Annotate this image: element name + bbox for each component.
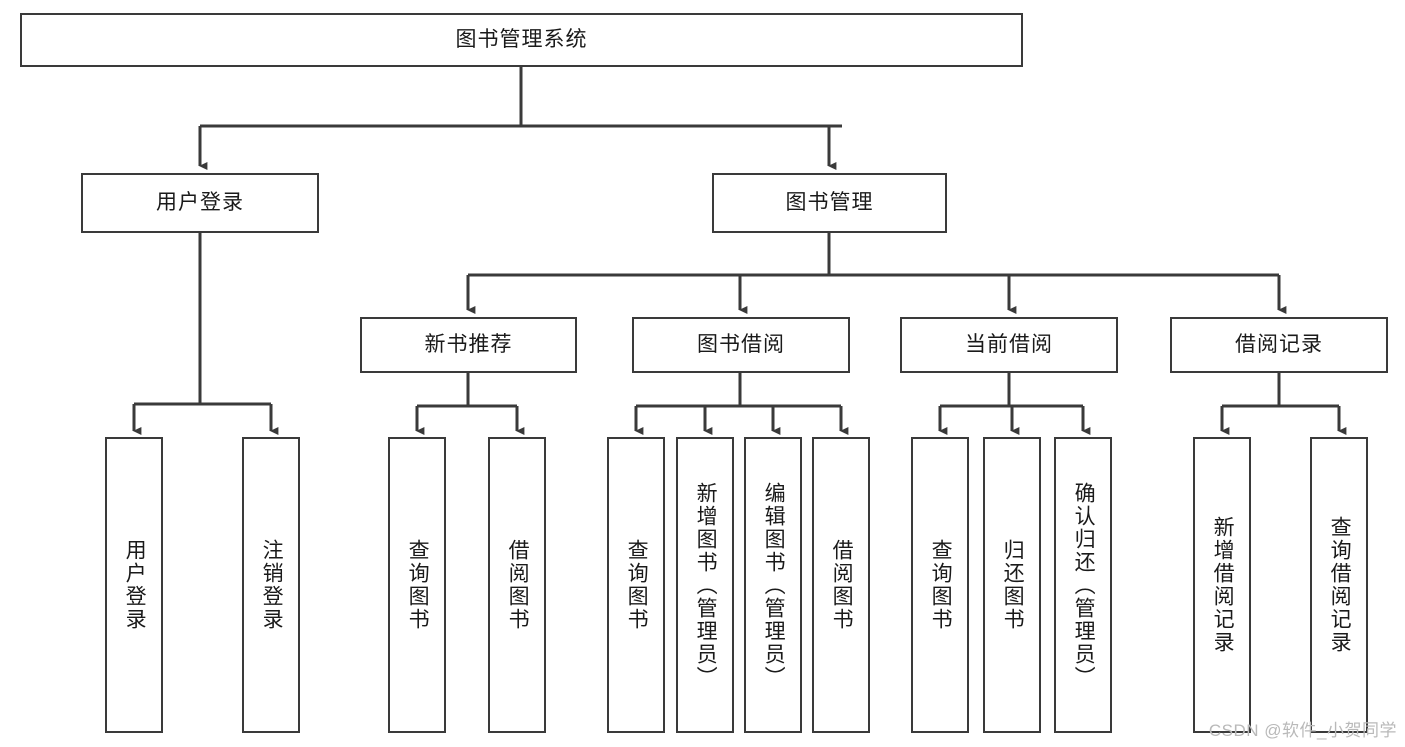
leaf-borrow-book-recommend-label: 借阅图书 (506, 539, 530, 631)
leaf-borrow-book-label: 借阅图书 (830, 539, 854, 631)
leaf-return-book[interactable]: 归还图书 (983, 437, 1041, 733)
leaf-query-borrow-record-label: 查询借阅记录 (1328, 516, 1352, 654)
leaf-edit-book-admin-label: 编辑图书（管理员） (762, 481, 786, 689)
leaf-user-login[interactable]: 用户登录 (105, 437, 163, 733)
leaf-query-book-current-label: 查询图书 (929, 539, 953, 631)
node-root[interactable]: 图书管理系统 (20, 13, 1023, 67)
leaf-query-book-current[interactable]: 查询图书 (911, 437, 969, 733)
node-book-borrow[interactable]: 图书借阅 (632, 317, 850, 373)
node-user-login[interactable]: 用户登录 (81, 173, 319, 233)
leaf-query-book-recommend[interactable]: 查询图书 (388, 437, 446, 733)
node-book-management-label: 图书管理 (785, 191, 874, 215)
node-new-book-recommend-label: 新书推荐 (424, 333, 513, 357)
leaf-query-book-recommend-label: 查询图书 (406, 539, 430, 631)
node-current-borrow-label: 当前借阅 (965, 333, 1053, 357)
leaf-confirm-return-admin-label: 确认归还（管理员） (1072, 481, 1096, 689)
node-current-borrow[interactable]: 当前借阅 (900, 317, 1118, 373)
leaf-add-borrow-record-label: 新增借阅记录 (1211, 516, 1235, 654)
node-new-book-recommend[interactable]: 新书推荐 (360, 317, 577, 373)
leaf-query-borrow-record[interactable]: 查询借阅记录 (1310, 437, 1368, 733)
leaf-confirm-return-admin[interactable]: 确认归还（管理员） (1054, 437, 1112, 733)
node-borrow-record[interactable]: 借阅记录 (1170, 317, 1388, 373)
node-root-label: 图书管理系统 (455, 28, 588, 52)
leaf-query-book-borrow-label: 查询图书 (625, 539, 649, 631)
leaf-borrow-book-recommend[interactable]: 借阅图书 (488, 437, 546, 733)
leaf-logout[interactable]: 注销登录 (242, 437, 300, 733)
watermark: CSDN @软件_小贺同学 (1208, 721, 1397, 740)
leaf-edit-book-admin[interactable]: 编辑图书（管理员） (744, 437, 802, 733)
leaf-borrow-book[interactable]: 借阅图书 (812, 437, 870, 733)
leaf-add-book-admin[interactable]: 新增图书（管理员） (676, 437, 734, 733)
node-user-login-label: 用户登录 (156, 191, 244, 215)
leaf-add-borrow-record[interactable]: 新增借阅记录 (1193, 437, 1251, 733)
leaf-add-book-admin-label: 新增图书（管理员） (694, 481, 718, 689)
leaf-query-book-borrow[interactable]: 查询图书 (607, 437, 665, 733)
node-book-borrow-label: 图书借阅 (697, 333, 785, 357)
leaf-user-login-label: 用户登录 (123, 539, 147, 631)
leaf-logout-label: 注销登录 (260, 539, 284, 631)
leaf-return-book-label: 归还图书 (1001, 539, 1025, 631)
node-book-management[interactable]: 图书管理 (712, 173, 947, 233)
node-borrow-record-label: 借阅记录 (1235, 333, 1323, 357)
